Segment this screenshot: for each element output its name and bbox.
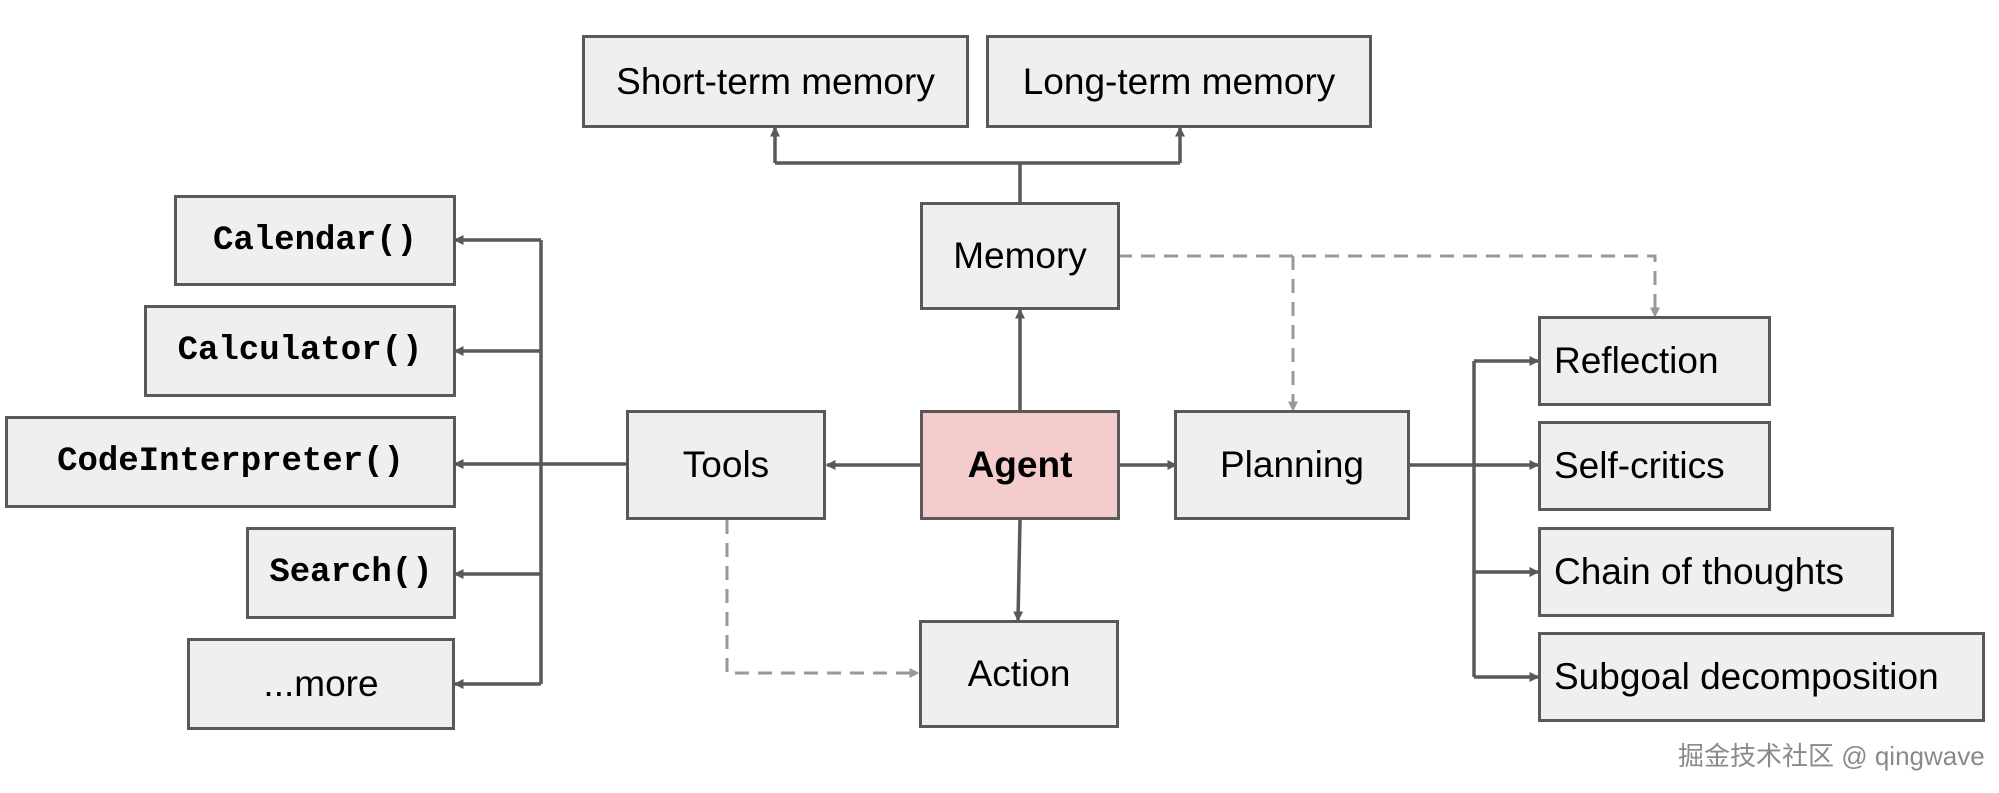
dashed-tools-to-action [725,520,920,678]
action-node: Action [919,620,1119,728]
subgoal-decomposition-node: Subgoal decomposition [1538,632,1985,722]
tools-node: Tools [626,410,826,520]
planning-node: Planning [1174,410,1410,520]
arrow-agent-to-action [1013,519,1024,622]
more-tools-node: ...more [187,638,455,730]
planning-trunk-line [1410,361,1476,677]
watermark: 掘金技术社区 @ qingwave [1678,741,1985,771]
chain-of-thoughts-node: Chain of thoughts [1538,527,1894,617]
calculator-tool-node: Calculator() [144,305,456,397]
search-tool-node: Search() [246,527,456,619]
memory-branch-line [775,161,1180,202]
code-interpreter-tool-node: CodeInterpreter() [5,416,456,508]
long-term-memory-node: Long-term memory [986,35,1372,128]
dashed-memory-to-reflection [1118,254,1660,318]
self-critics-node: Self-critics [1538,421,1771,511]
reflection-node: Reflection [1538,316,1771,406]
calendar-tool-node: Calendar() [174,195,456,286]
tools-trunk-line [539,240,628,684]
memory-node: Memory [920,202,1120,310]
agent-node: Agent [920,410,1120,520]
short-term-memory-node: Short-term memory [582,35,969,128]
